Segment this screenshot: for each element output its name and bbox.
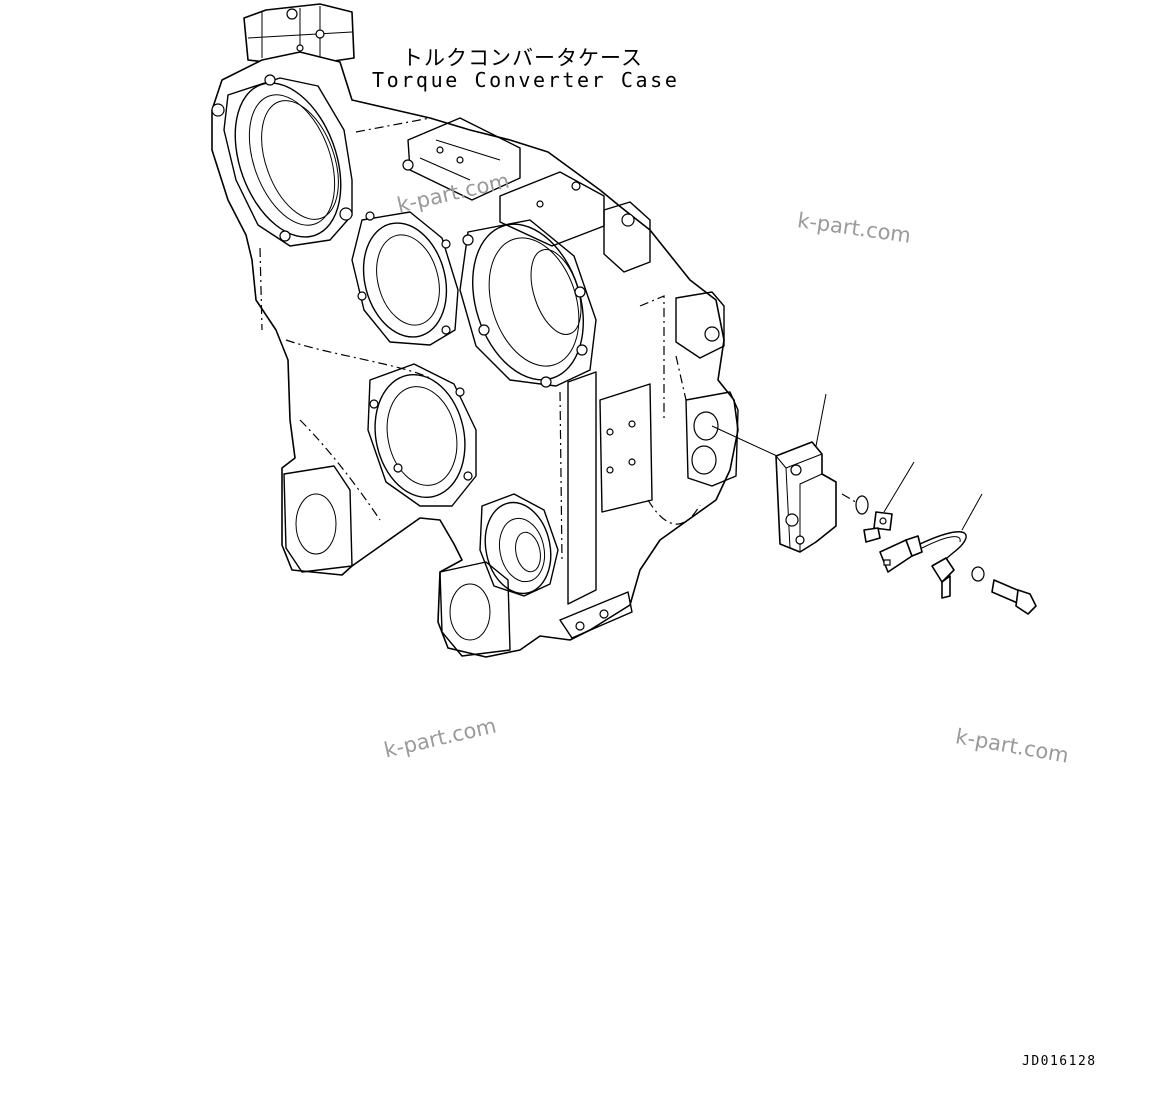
bolt: [991, 579, 1037, 615]
torque-converter-case: [211, 3, 739, 658]
mounting-block: [775, 441, 837, 553]
part-name-japanese: トルクコンバータケース: [402, 46, 643, 70]
part-name-english: Torque Converter Case: [372, 68, 680, 92]
sensor-assembly: [711, 393, 1037, 615]
sensor-connector: [879, 531, 967, 573]
harness-clamp: [863, 511, 893, 543]
speed-sensor: [931, 557, 955, 599]
washer: [971, 566, 985, 582]
o-ring: [855, 495, 869, 515]
drawing-code: JD016128: [1022, 1054, 1097, 1069]
